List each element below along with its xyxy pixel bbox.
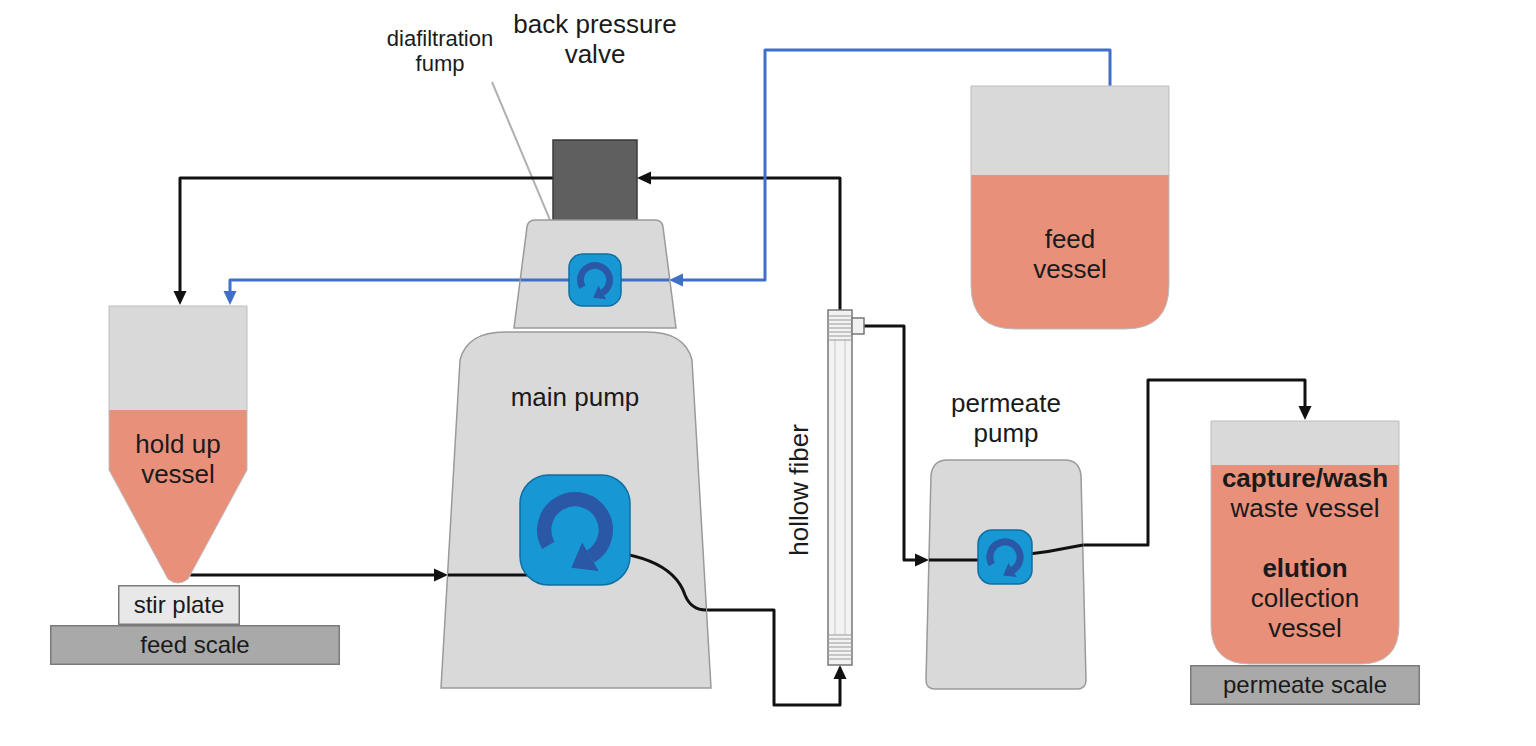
bold-node-text: elution <box>1215 554 1395 584</box>
node-text: permeate pump <box>941 389 1071 449</box>
fiber-hatch <box>828 316 852 317</box>
arrow-head <box>434 569 448 582</box>
pump-housing-lower <box>441 332 711 688</box>
pump-housing <box>926 460 1086 689</box>
rotation-arrow <box>990 542 1020 570</box>
vessel-liquid <box>108 410 248 585</box>
fiber-line <box>835 340 836 635</box>
permeate-scale: permeate scale <box>1190 665 1420 705</box>
node-text: back pressure valve <box>495 10 695 70</box>
pump-icon <box>978 530 1032 584</box>
tubing-line <box>180 178 553 293</box>
valve-node: back pressure valve <box>495 10 695 220</box>
tubing-line <box>706 610 840 705</box>
fiber-hatch <box>828 328 852 329</box>
hollow-fiber: hollow fiber <box>785 310 870 665</box>
fiber-hatch <box>828 651 852 652</box>
valve-body <box>553 140 637 220</box>
feed-vessel-shape <box>970 85 1170 330</box>
node-text: hold up vessel <box>113 430 243 490</box>
pump-icon <box>520 475 630 585</box>
arrow-head <box>637 172 651 185</box>
vessel-outline <box>109 306 247 583</box>
fiber-hatch <box>828 655 852 656</box>
node-text: feed vessel <box>1015 225 1125 285</box>
arrow-head <box>915 554 929 567</box>
fiber-hatch <box>828 635 852 636</box>
tubing-line <box>191 574 436 577</box>
arrow-head <box>174 291 187 305</box>
node-text: feed scale <box>50 631 340 659</box>
node-text: permeate scale <box>1190 671 1420 699</box>
rotation-arrow <box>580 265 609 292</box>
node-text: stir plate <box>118 591 240 619</box>
main-pump-shape <box>440 220 712 690</box>
node-text: main pump <box>475 383 675 413</box>
node-text: collection vessel <box>1215 584 1395 644</box>
vessel-body <box>1211 421 1399 664</box>
tubing-line <box>230 280 521 293</box>
main-pump: main pump <box>440 220 712 690</box>
stir-plate: stir plate <box>118 585 240 625</box>
permeate-port <box>852 318 864 334</box>
rotation-arrow-head <box>1003 563 1016 577</box>
feed-scale: feed scale <box>50 625 340 665</box>
feed-vessel: feed vessel <box>970 85 1170 330</box>
rotation-arrow-head <box>571 542 598 571</box>
tubing-line <box>649 178 840 310</box>
fiber-hatch <box>828 320 852 321</box>
pump-icon <box>569 254 621 306</box>
rotation-arrow-head <box>593 286 606 300</box>
tubing-connector <box>224 280 522 305</box>
tubing-connector <box>174 178 554 305</box>
fiber-hatch <box>828 647 852 648</box>
fiber-hatch <box>828 639 852 640</box>
vessel-outline <box>971 86 1169 329</box>
fiber-hatch <box>828 336 852 337</box>
fiber-tube <box>828 310 852 665</box>
fiber-hatch <box>828 324 852 325</box>
fiber-hatch <box>828 643 852 644</box>
vessel-outline <box>1211 421 1399 664</box>
arrow-head <box>834 665 847 679</box>
arrow-head <box>1299 406 1312 420</box>
plate-body <box>51 626 340 665</box>
permeate-pump: permeate pump <box>925 385 1087 690</box>
fiber-line <box>845 340 846 635</box>
rotation-arrow <box>544 499 606 556</box>
hold-up-vessel: hold up vessel <box>108 305 248 585</box>
pump-housing-upper <box>514 220 676 328</box>
tubing-connector <box>864 326 929 567</box>
fiber-hatch <box>828 332 852 333</box>
arrow-head <box>224 291 237 305</box>
plate-body <box>119 586 240 625</box>
plate-body <box>1191 666 1420 705</box>
callout-label: diafiltration fump <box>360 26 520 77</box>
fiber-hatch <box>828 659 852 660</box>
fiber-hatch <box>828 340 852 341</box>
vessel-body <box>971 86 1169 329</box>
bold-node-text: capture/wash <box>1215 464 1395 494</box>
node-text: hollow fiber <box>785 390 815 590</box>
tubing-connector <box>191 569 448 582</box>
vessel-liquid <box>970 175 1170 330</box>
vessel-liquid <box>1210 465 1400 665</box>
tubing-line <box>864 326 917 560</box>
tubing-connector <box>706 610 847 705</box>
node-text: waste vessel <box>1215 494 1395 524</box>
collection-vessel: capture/washwaste vessel elutioncollectio… <box>1210 420 1400 665</box>
